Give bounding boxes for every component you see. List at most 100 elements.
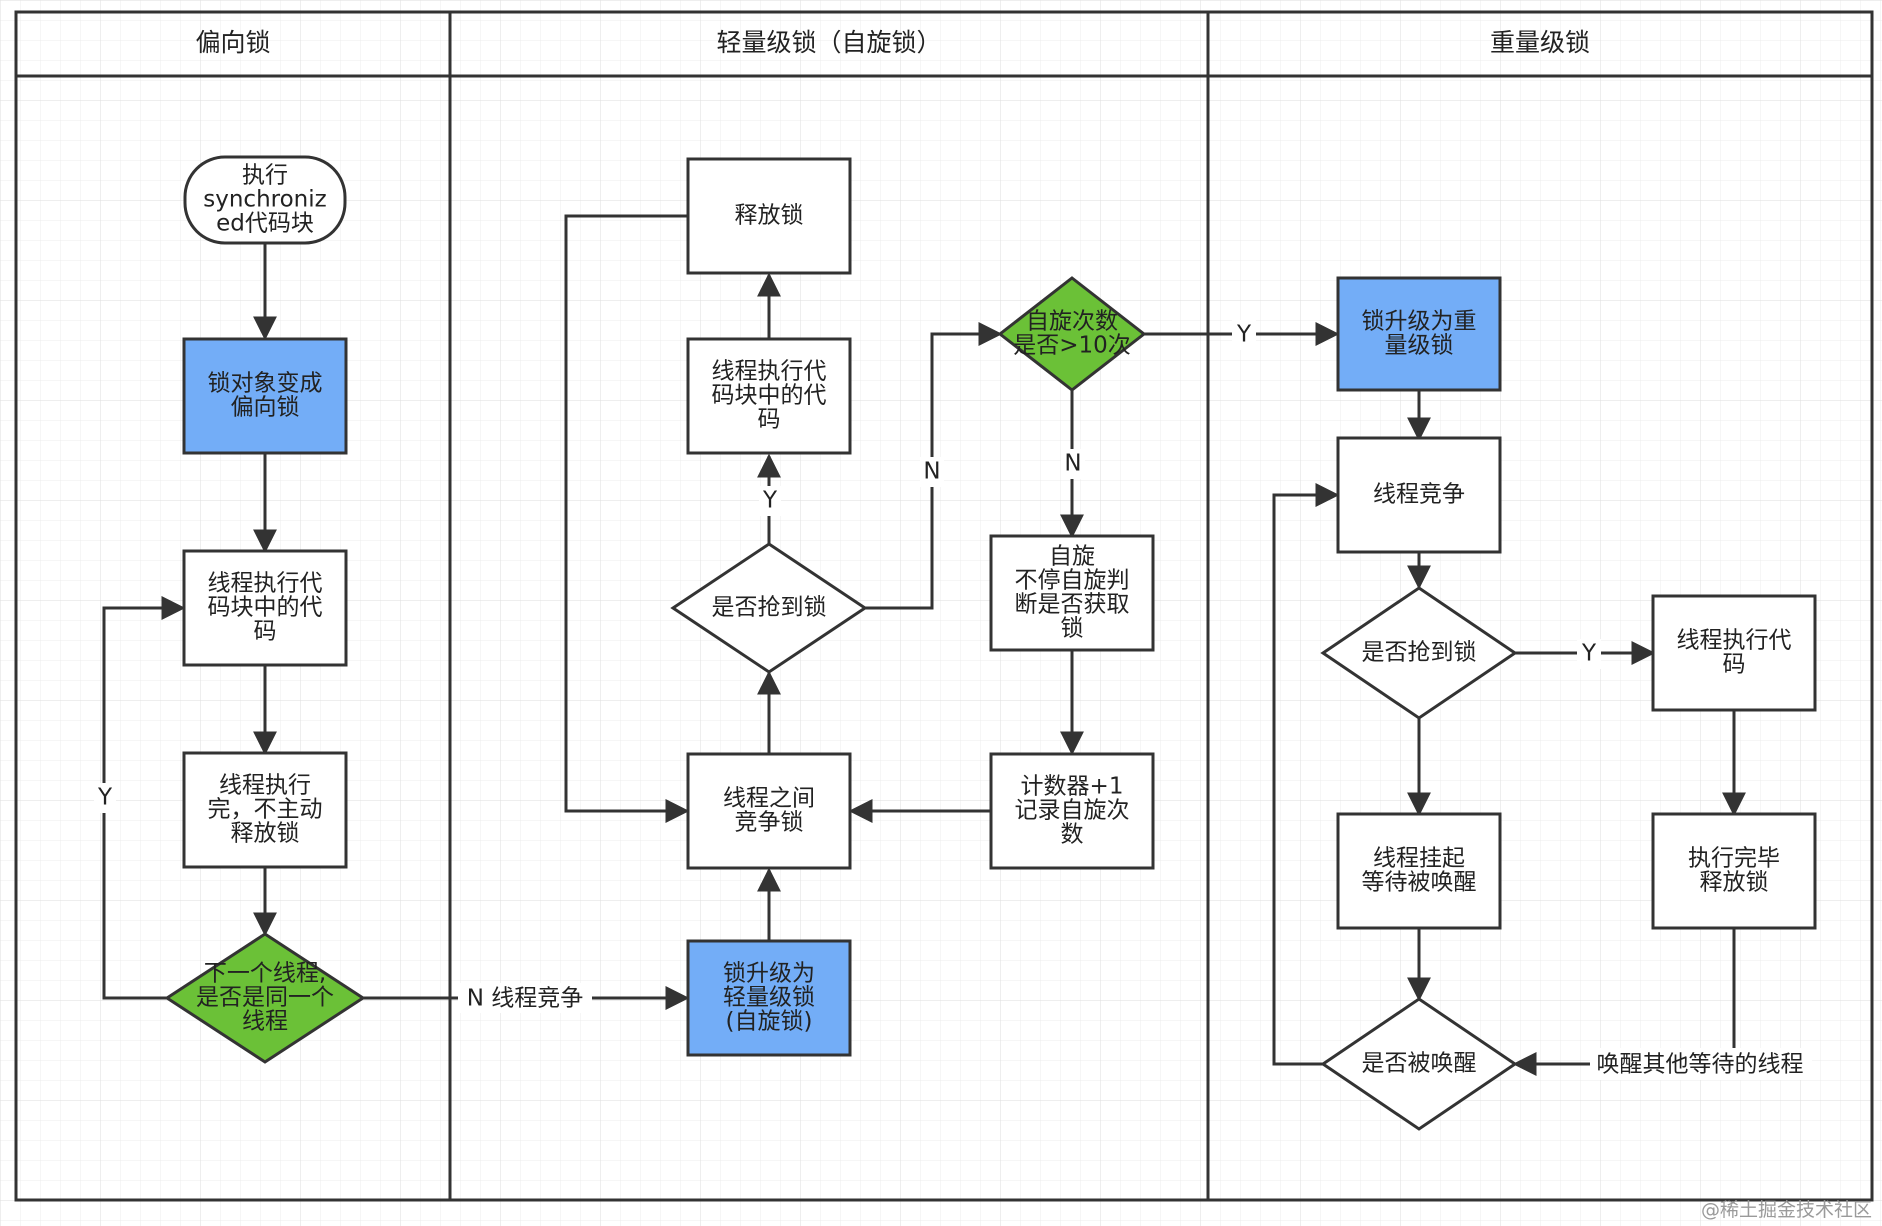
node-l-compete-text-line: 竞争锁	[735, 810, 804, 836]
label-heavy-grab-yes: Y	[1581, 641, 1597, 667]
node-l-grab-text-line: 是否抢到锁	[712, 595, 827, 621]
watermark: @稀土掘金技术社区	[1701, 1199, 1872, 1221]
node-h-done-box	[1651, 812, 1817, 930]
label-wake-others: 唤醒其他等待的线程	[1597, 1052, 1804, 1078]
node-h-suspend-text-line: 线程挂起	[1373, 846, 1465, 872]
node-release: 释放锁	[686, 157, 852, 275]
node-h-compete-box	[1336, 436, 1502, 554]
node-b-done-text-line: 释放锁	[231, 821, 300, 847]
node-h-grab-text-line: 是否抢到锁	[1362, 640, 1477, 666]
edge-release-to-compete	[564, 214, 690, 823]
label-light-grab-no: N	[923, 459, 940, 485]
label-bg-heavy-yes	[1577, 639, 1601, 669]
node-b-exec-text-line: 线程执行代	[208, 571, 323, 597]
node-l-exec-box	[686, 337, 852, 455]
node-spin-count-diamond	[997, 276, 1147, 392]
node-spin-text-line: 断是否获取	[1015, 592, 1130, 618]
node-h-woken-text-line: 是否被唤醒	[1362, 1051, 1477, 1077]
node-h-woken: 是否被唤醒	[1320, 997, 1518, 1131]
node-spin-text-line: 自旋	[1049, 544, 1095, 570]
node-b-exec-text-line: 码	[254, 619, 277, 645]
node-to-light-text-line: 锁升级为	[723, 961, 815, 987]
node-same-thread-text-line: 是否是同一个	[196, 985, 334, 1011]
node-h-exec-box	[1651, 594, 1817, 712]
label-bg-grab-no	[920, 457, 944, 487]
label-no-compete: N 线程竞争	[467, 986, 584, 1012]
node-to-biased-box	[182, 337, 348, 455]
node-l-compete-text-line: 线程之间	[723, 786, 815, 812]
label-bg-grab-yes	[759, 486, 781, 516]
node-l-exec-text-line: 线程执行代	[712, 359, 827, 385]
node-l-exec-text-line: 码块中的代	[712, 383, 827, 409]
node-h-woken-diamond	[1320, 997, 1518, 1131]
node-same-thread-text-line: 下一个线程,	[204, 961, 326, 987]
node-counter-text-line: 计数器+1	[1021, 774, 1124, 800]
node-counter-text-line: 数	[1061, 822, 1084, 848]
node-to-light-text-line: (自旋锁)	[726, 1009, 813, 1035]
node-to-light-box	[686, 939, 852, 1057]
lane-title-lightweight: 轻量级锁（自旋锁）	[716, 28, 941, 57]
node-b-done-text-line: 线程执行	[219, 773, 311, 799]
label-bg-same-yes	[94, 783, 116, 813]
lane-frame	[14, 10, 1874, 1202]
node-l-grab-diamond	[670, 542, 868, 674]
node-b-done-text-line: 完，不主动	[208, 797, 323, 823]
edge-labels: Y N 线程竞争 Y N N Y Y 唤醒其他等待的线程	[94, 320, 1812, 1080]
node-to-biased-text-line: 锁对象变成	[208, 371, 323, 397]
node-h-suspend-text-line: 等待被唤醒	[1362, 870, 1477, 896]
node-to-biased-text-line: 偏向锁	[231, 395, 300, 421]
node-l-compete-box	[686, 752, 852, 870]
node-h-compete-text-line: 线程竞争	[1373, 482, 1465, 508]
node-spin-box	[989, 534, 1155, 652]
node-h-grab-diamond	[1320, 586, 1518, 720]
label-bg-wake	[1590, 1048, 1812, 1080]
node-exec-sync-box	[183, 155, 347, 245]
node-release-box	[686, 157, 852, 275]
flow-nodes: 执行synchronized代码块锁对象变成偏向锁线程执行代码块中的代码线程执行…	[164, 155, 1817, 1131]
node-b-done-box	[182, 751, 348, 869]
node-exec-sync-text-line: ed代码块	[216, 211, 314, 237]
label-spincount-yes: Y	[1236, 322, 1252, 348]
node-to-heavy-text-line: 锁升级为重	[1362, 309, 1477, 335]
node-to-light-text-line: 轻量级锁	[723, 985, 815, 1011]
node-counter-text-line: 记录自旋次	[1015, 798, 1130, 824]
node-l-grab: 是否抢到锁	[670, 542, 868, 674]
node-release-text-line: 释放锁	[735, 203, 804, 229]
lane-title-heavyweight: 重量级锁	[1490, 28, 1590, 57]
node-l-exec-text-line: 码	[758, 407, 781, 433]
node-exec-sync-text-line: synchroniz	[203, 187, 326, 213]
node-same-thread-diamond	[164, 932, 366, 1064]
node-h-done-text-line: 执行完毕	[1688, 846, 1780, 872]
node-h-compete: 线程竞争	[1336, 436, 1502, 554]
node-counter-box	[989, 752, 1155, 870]
node-h-done-text-line: 释放锁	[1700, 870, 1769, 896]
swimlanes	[14, 10, 1874, 1202]
node-b-exec-box	[182, 549, 348, 667]
node-to-heavy-text-line: 量级锁	[1385, 333, 1454, 359]
node-h-exec-text-line: 线程执行代	[1677, 628, 1792, 654]
label-light-grab-yes: Y	[762, 488, 778, 514]
node-h-grab: 是否抢到锁	[1320, 586, 1518, 720]
node-spin-text-line: 不停自旋判	[1015, 568, 1130, 594]
node-to-heavy-box	[1336, 276, 1502, 392]
node-h-suspend-box	[1336, 812, 1502, 930]
node-same-thread-text-line: 线程	[242, 1009, 288, 1035]
label-same-thread-yes: Y	[97, 785, 113, 811]
node-spin-text-line: 锁	[1061, 616, 1084, 642]
edge-woken-yes-to-compete	[1272, 483, 1340, 1066]
